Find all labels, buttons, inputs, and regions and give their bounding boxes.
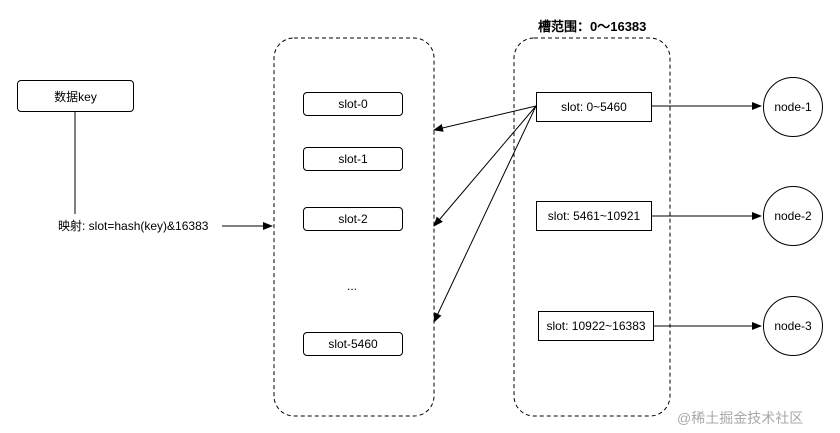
range-container	[513, 37, 671, 417]
range-box: slot: 5461~10921	[536, 201, 652, 231]
range-box: slot: 0~5460	[536, 92, 652, 122]
fan-arrow-middle	[433, 105, 537, 227]
mapping-label: 映射: slot=hash(key)&16383	[58, 219, 209, 233]
node-label: node-3	[774, 319, 812, 333]
slot-label: slot-5460	[328, 337, 378, 351]
slot-ellipsis: ...	[347, 279, 358, 293]
slot-box: slot-1	[303, 147, 403, 171]
slot-box: slot-5460	[303, 332, 403, 356]
node-circle: node-1	[763, 77, 823, 137]
range-label: slot: 0~5460	[561, 100, 627, 114]
slot-box: slot-0	[303, 92, 403, 116]
watermark: @稀土掘金技术社区	[677, 410, 804, 426]
node-circle: node-3	[763, 296, 823, 356]
node-label: node-1	[774, 100, 812, 114]
fan-arrow-top	[433, 105, 537, 132]
slot-box: slot-2	[303, 207, 403, 231]
node-circle: node-2	[763, 186, 823, 246]
node-label: node-2	[774, 209, 812, 223]
slot-label: slot-2	[338, 212, 368, 226]
data-key-box: 数据key	[17, 80, 134, 112]
range-label: slot: 10922~16383	[546, 319, 646, 333]
data-key-label: 数据key	[54, 89, 97, 104]
slot-label: slot-1	[338, 152, 368, 166]
range-label: slot: 5461~10921	[547, 209, 641, 223]
slot-range-title: 槽范围：0～16383	[538, 19, 647, 34]
fan-arrow-bottom	[433, 105, 537, 323]
range-box: slot: 10922~16383	[538, 311, 654, 341]
slot-label: slot-0	[338, 97, 368, 111]
slot-container	[273, 37, 435, 417]
